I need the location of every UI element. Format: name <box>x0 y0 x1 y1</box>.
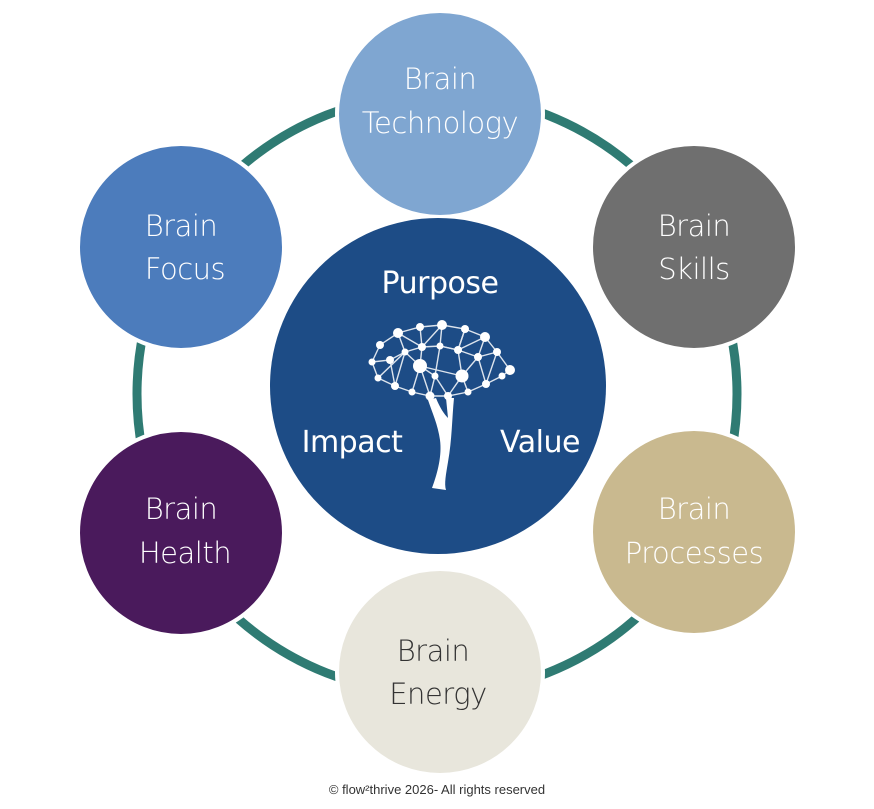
node-label-line2: Health <box>139 536 231 570</box>
node-brain-focus: Brain Focus <box>76 142 286 352</box>
center-label-impact: Impact <box>302 425 403 460</box>
node-label-line2: Energy <box>389 677 487 711</box>
node-label-line2: Processes <box>625 536 763 570</box>
node-circle <box>335 9 545 219</box>
node-label-line2: Technology <box>362 106 518 140</box>
copyright-footer: © flow²thrive 2026- All rights reserved <box>328 782 546 797</box>
center-hub: Purpose Impact Value <box>270 218 606 554</box>
node-brain-skills: Brain Skills <box>589 142 799 352</box>
node-brain-processes: Brain Processes <box>589 427 799 637</box>
node-brain-energy: Brain Energy <box>335 567 545 777</box>
node-label-line1: Brain <box>658 209 731 243</box>
node-label-line1: Brain <box>145 492 218 526</box>
brain-network-nodes <box>368 320 515 401</box>
node-circle <box>589 427 799 637</box>
node-label-line1: Brain <box>404 62 477 96</box>
center-label-value: Value <box>500 425 580 460</box>
node-brain-technology: Brain Technology <box>335 9 545 219</box>
node-label-line2: Skills <box>658 252 729 286</box>
node-label-line2: Focus <box>145 252 225 286</box>
tree-trunk <box>428 398 454 490</box>
node-circle <box>76 142 286 352</box>
node-circle <box>589 142 799 352</box>
center-label-purpose: Purpose <box>382 266 499 301</box>
node-brain-health: Brain Health <box>76 428 286 638</box>
node-label-line1: Brain <box>145 209 218 243</box>
center-circle <box>270 218 606 554</box>
brain-tree-icon <box>368 320 515 490</box>
node-circle <box>76 428 286 638</box>
node-circle <box>335 567 545 777</box>
node-label-line1: Brain <box>397 634 470 668</box>
node-label-line1: Brain <box>658 492 731 526</box>
